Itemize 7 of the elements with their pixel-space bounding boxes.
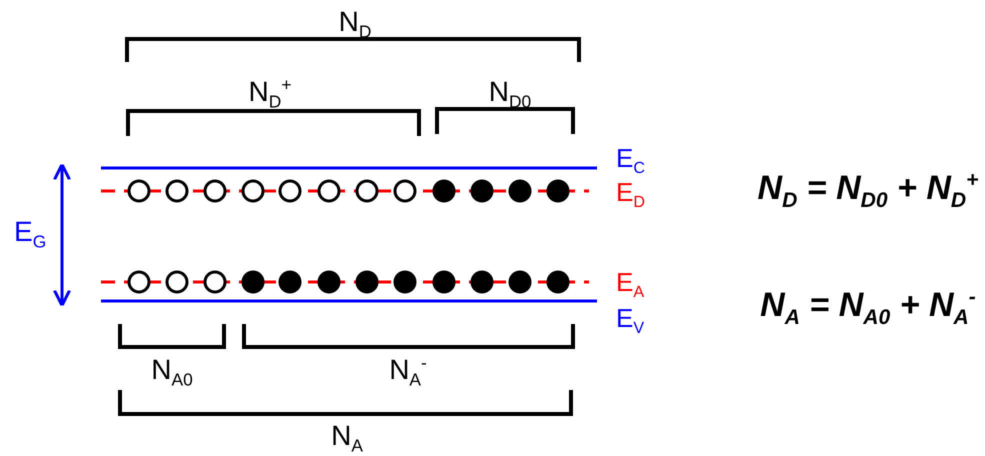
- bracket-label: N$_{A0}$: [151, 356, 193, 384]
- energy-level-label: E$_{C}$: [616, 145, 645, 171]
- band-gap-label: E$_{G}$: [14, 218, 46, 246]
- bracket-label: N$_{A}$: [331, 422, 363, 450]
- energy-level-label: E$_{D}$: [616, 179, 645, 205]
- energy-level-label: E$_{A}$: [616, 269, 644, 295]
- energy-level-label: E$_{V}$: [616, 305, 644, 331]
